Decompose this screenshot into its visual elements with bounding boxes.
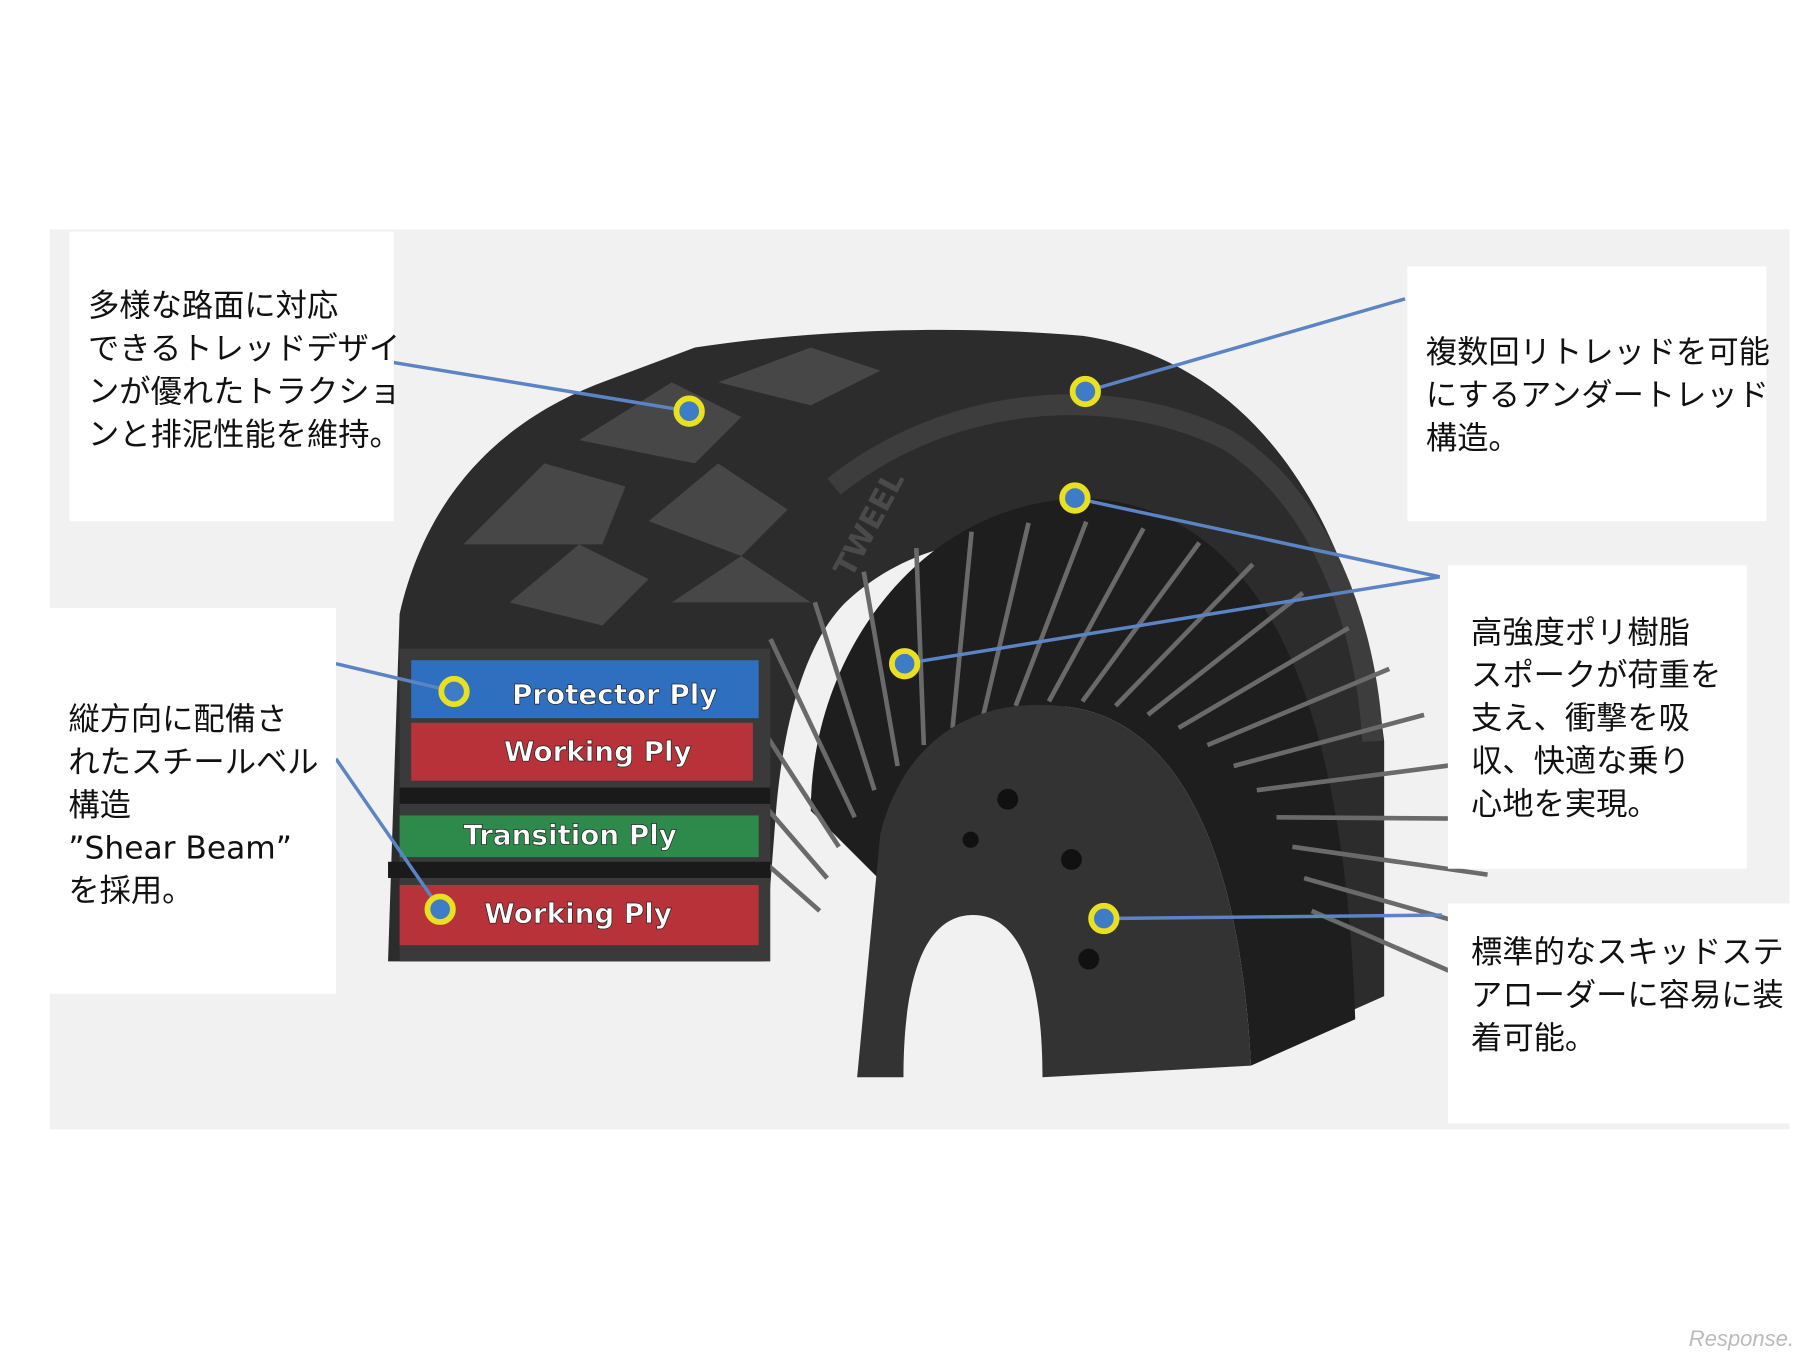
spoke bbox=[1233, 712, 1425, 769]
hub bbox=[857, 704, 1251, 1078]
ply-label-working-1: Working Ply bbox=[504, 735, 692, 768]
spokes bbox=[670, 520, 1495, 992]
spoke bbox=[1177, 625, 1350, 730]
ply-label-working-2: Working Ply bbox=[484, 897, 672, 930]
hub-bolt-holes bbox=[962, 788, 1100, 970]
callout-text: 収、快適な乗り bbox=[1471, 743, 1690, 780]
callout-markers bbox=[424, 375, 1120, 935]
callout-text: ”Shear Beam” bbox=[68, 830, 292, 867]
callout-text: 構造 bbox=[68, 787, 131, 824]
callout-hub: 標準的なスキッドステ アローダーに容易に装 着可能。 bbox=[1447, 903, 1790, 1124]
callout-text: アローダーに容易に装 bbox=[1471, 977, 1784, 1014]
callout-text: 構造。 bbox=[1425, 420, 1520, 457]
callout-tread: 多様な路面に対応 できるトレッドデザイ ンが優れたトラクショ ンと排泥性能を維持… bbox=[69, 231, 401, 522]
tread-lugs bbox=[463, 347, 881, 626]
callout-shear-beam: 縦方向に配備さ れたスチールベル 構造 ”Shear Beam” を採用。 bbox=[49, 608, 336, 994]
spoke bbox=[1256, 762, 1453, 793]
sidewall-ring bbox=[827, 394, 1383, 742]
spoke bbox=[1292, 844, 1488, 877]
spoke bbox=[1080, 541, 1202, 703]
callout-text: 高強度ポリ樹脂 bbox=[1471, 615, 1690, 651]
callout-text: にするアンダートレッド bbox=[1425, 377, 1769, 414]
callout-text: 心地を実現。 bbox=[1471, 786, 1659, 823]
callout-text: ンと排泥性能を維持。 bbox=[88, 416, 401, 453]
ply-label-protector: Protector Ply bbox=[512, 678, 717, 711]
callout-text: 支え、衝撃を吸 bbox=[1471, 700, 1690, 737]
callout-text: を採用。 bbox=[68, 873, 194, 910]
callout-text: ンが優れたトラクショ bbox=[88, 374, 401, 411]
working-ply-band-2 bbox=[399, 884, 759, 946]
callout-text: 複数回リトレッドを可能 bbox=[1425, 334, 1770, 371]
spoke bbox=[1206, 666, 1391, 748]
spoke bbox=[1276, 814, 1474, 821]
callout-undertread: 複数回リトレッドを可能 にするアンダートレッド 構造。 bbox=[1407, 266, 1770, 522]
spoke bbox=[914, 548, 927, 746]
spoke-region bbox=[810, 498, 1356, 1066]
spoke bbox=[981, 522, 1031, 716]
callout-text: スポークが荷重を bbox=[1471, 657, 1722, 694]
spoke bbox=[1146, 591, 1305, 717]
spoke bbox=[1046, 527, 1146, 703]
watermark-logo: Response. bbox=[1688, 1327, 1795, 1352]
callout-text: 着可能。 bbox=[1471, 1020, 1597, 1057]
spoke bbox=[768, 638, 857, 819]
callout-spokes: 高強度ポリ樹脂 スポークが荷重を 支え、衝撃を吸 収、快適な乗り 心地を実現。 bbox=[1447, 565, 1747, 869]
spoke bbox=[1113, 562, 1255, 708]
transition-ply-band bbox=[399, 815, 759, 858]
callout-text: れたスチールベル bbox=[68, 744, 319, 781]
leader-lines bbox=[334, 297, 1443, 921]
spoke bbox=[812, 601, 877, 791]
spoke bbox=[1013, 520, 1089, 707]
ply-label-transition: Transition Ply bbox=[463, 818, 677, 851]
callout-text: 多様な路面に対応 bbox=[88, 288, 339, 325]
callout-text: 標準的なスキッドステ bbox=[1471, 934, 1784, 971]
working-ply-band-1 bbox=[411, 722, 753, 781]
callout-text: 縦方向に配備さ bbox=[68, 701, 288, 738]
spoke bbox=[950, 531, 974, 729]
spoke bbox=[861, 571, 900, 767]
callout-text: できるトレッドデザイ bbox=[88, 331, 401, 368]
